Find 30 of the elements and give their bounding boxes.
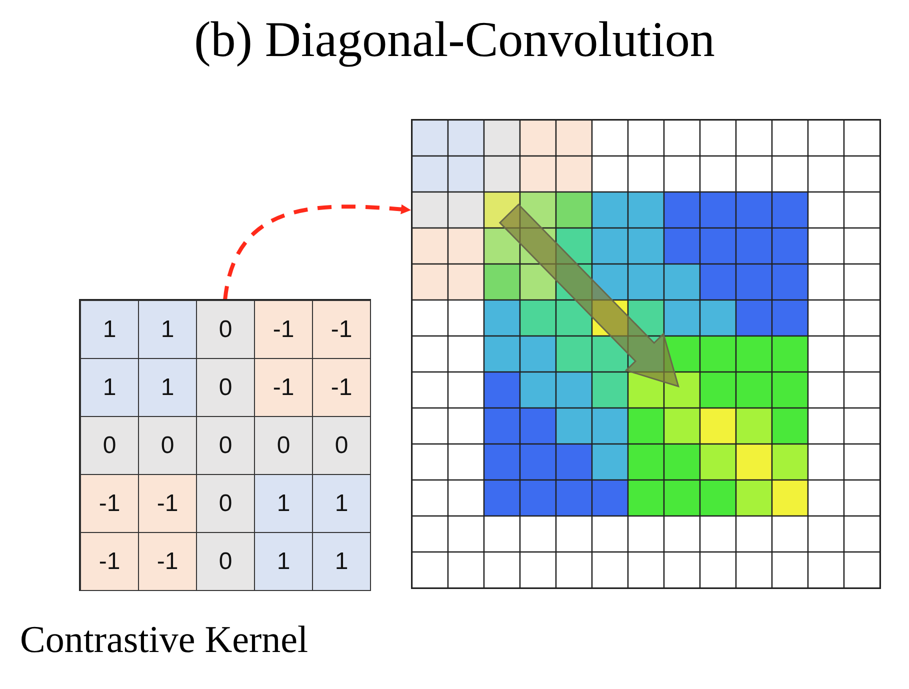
kernel-cell: 1 — [80, 358, 139, 417]
kernel-cell: -1 — [80, 474, 139, 533]
kernel-cell: 1 — [80, 300, 139, 359]
kernel-cell: 0 — [80, 416, 139, 475]
kernel-cell: 1 — [254, 532, 313, 591]
kernel-cell: 0 — [138, 416, 197, 475]
kernel-cell: 0 — [196, 300, 255, 359]
kernel-cell: 0 — [312, 416, 371, 475]
kernel-cell: -1 — [254, 358, 313, 417]
kernel-cell: -1 — [138, 474, 197, 533]
kernel-cell: -1 — [80, 532, 139, 591]
kernel-cell: -1 — [254, 300, 313, 359]
kernel-caption: Contrastive Kernel — [20, 618, 308, 662]
kernel-cell: -1 — [312, 300, 371, 359]
kernel-cell: 0 — [196, 416, 255, 475]
kernel-cell: 1 — [312, 474, 371, 533]
kernel-cell: 1 — [138, 300, 197, 359]
dashed-arrow — [223, 204, 411, 300]
kernel-grid — [80, 300, 370, 590]
kernel-cell: -1 — [138, 532, 197, 591]
kernel-cell: 0 — [196, 358, 255, 417]
diagram-title: (b) Diagonal-Convolution — [193, 10, 716, 68]
kernel-cell: 0 — [196, 474, 255, 533]
kernel-cell: 1 — [138, 358, 197, 417]
kernel-cell: -1 — [312, 358, 371, 417]
feature-map-grid — [412, 120, 880, 588]
kernel-cell: 1 — [254, 474, 313, 533]
kernel-cell: 0 — [254, 416, 313, 475]
kernel-cell: 1 — [312, 532, 371, 591]
kernel-cell: 0 — [196, 532, 255, 591]
